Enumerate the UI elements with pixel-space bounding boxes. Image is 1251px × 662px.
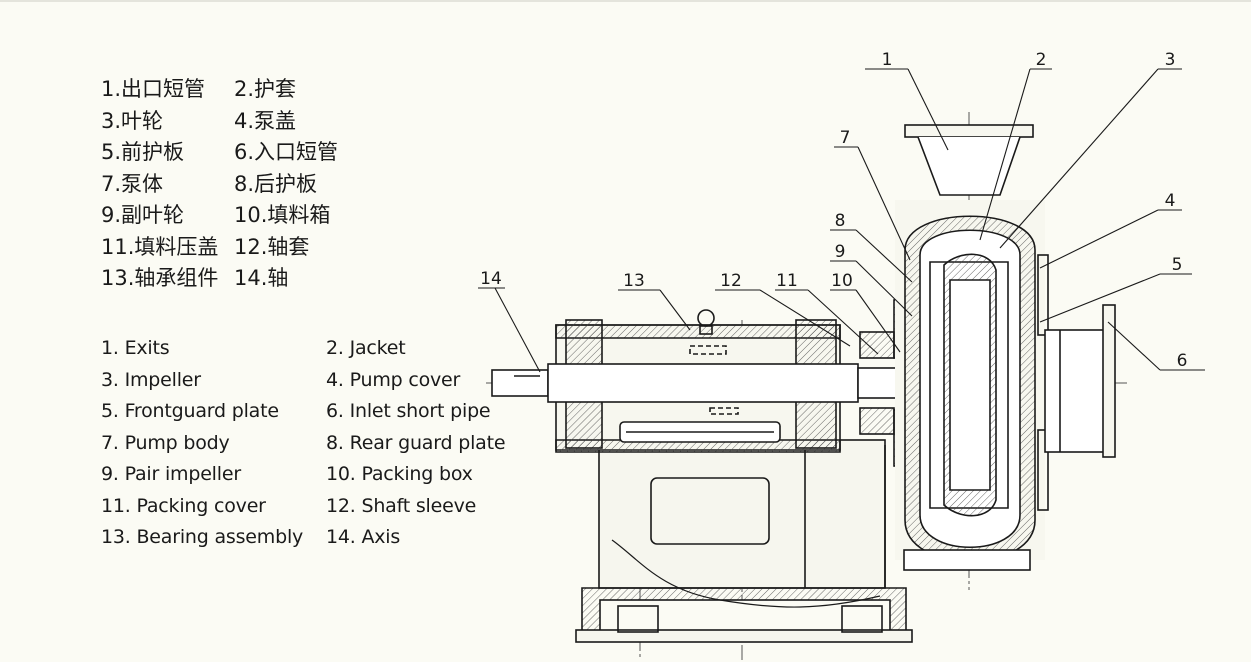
callout-14: 14	[480, 269, 502, 289]
legend-en-item: 11. Packing cover	[101, 494, 266, 517]
legend-en-item: 7. Pump body	[101, 431, 230, 454]
callout-11: 11	[776, 271, 798, 291]
legend-en-row: 5. Frontguard plate 6. Inlet short pipe	[101, 396, 505, 428]
inlet-pipe	[1044, 304, 1116, 458]
callout-4: 4	[1165, 191, 1176, 211]
callout-6: 6	[1177, 351, 1188, 371]
callout-1: 1	[882, 50, 893, 70]
leader-lines	[478, 68, 1205, 373]
legend-zh-item: 12.轴套	[234, 234, 310, 259]
legend-zh-item: 8.后护板	[234, 171, 318, 196]
pump-casing	[895, 124, 1049, 571]
legend-english: 1. Exits 2. Jacket 3. Impeller 4. Pump cov…	[101, 333, 506, 554]
callout-8: 8	[835, 211, 846, 231]
legend-zh-row: 1.出口短管 2.护套	[101, 74, 338, 106]
callout-5: 5	[1172, 255, 1183, 275]
base-frame	[575, 439, 913, 643]
legend-zh-row: 11.填料压盖 12.轴套	[101, 232, 338, 264]
legend-en-row: 13. Bearing assembly 14. Axis	[101, 522, 505, 554]
legend-chinese: 1.出口短管 2.护套 3.叶轮 4.泵盖 5.前护板 6.入口短管 7.泵体 8.后护…	[101, 74, 338, 295]
legend-en-item: 12. Shaft sleeve	[326, 494, 477, 517]
legend-zh-item: 3.叶轮	[101, 108, 164, 133]
shaft	[491, 363, 949, 403]
legend-en-item: 8. Rear guard plate	[326, 431, 506, 454]
legend-zh-item: 2.护套	[234, 77, 297, 101]
legend-en-item: 4. Pump cover	[326, 368, 461, 391]
legend-en-item: 5. Frontguard plate	[101, 400, 279, 422]
legend-zh-row: 7.泵体 8.后护板	[101, 169, 338, 201]
legend-en-item: 13. Bearing assembly	[101, 526, 304, 548]
callout-3: 3	[1165, 50, 1176, 70]
legend-en-item: 6. Inlet short pipe	[326, 400, 491, 422]
legend-en-row: 3. Impeller 4. Pump cover	[101, 365, 505, 397]
legend-zh-item: 10.填料箱	[234, 203, 331, 227]
callout-9: 9	[835, 242, 846, 262]
legend-en-item: 1. Exits	[101, 337, 170, 359]
legend-zh-row: 5.前护板 6.入口短管	[101, 137, 338, 169]
legend-en-row: 11. Packing cover 12. Shaft sleeve	[101, 491, 505, 523]
legend-zh-row: 3.叶轮 4.泵盖	[101, 106, 338, 138]
legend-en-row: 1. Exits 2. Jacket	[101, 333, 505, 365]
legend-en-item: 10. Packing box	[326, 463, 473, 485]
legend-en-item: 3. Impeller	[101, 368, 201, 391]
top-border	[0, 0, 1251, 2]
callout-labels: 1 2 3 4 5 6 7 8 9 10 11 12 13 14	[480, 50, 1187, 371]
legend-zh-item: 5.前护板	[101, 140, 185, 164]
legend-en-item: 14. Axis	[326, 526, 401, 548]
legend-zh-row: 9.副叶轮 10.填料箱	[101, 200, 338, 232]
legend-en-item: 2. Jacket	[326, 337, 406, 359]
legend-zh-item: 7.泵体	[101, 171, 164, 196]
legend-zh-item: 4.泵盖	[234, 108, 297, 133]
legend-zh-item: 9.副叶轮	[101, 203, 185, 227]
legend-zh-item: 6.入口短管	[234, 140, 339, 164]
callout-7: 7	[840, 128, 851, 148]
callout-12: 12	[720, 271, 742, 291]
legend-en-item: 9. Pair impeller	[101, 463, 241, 485]
callout-2: 2	[1036, 50, 1047, 70]
legend-zh-item: 13.轴承组件	[101, 266, 219, 290]
legend-zh-item: 1.出口短管	[101, 77, 206, 101]
legend-zh-item: 11.填料压盖	[101, 234, 219, 259]
legend-zh-item: 14.轴	[234, 266, 289, 290]
callout-13: 13	[623, 271, 645, 291]
callout-10: 10	[831, 271, 853, 291]
legend-en-row: 7. Pump body 8. Rear guard plate	[101, 428, 506, 460]
legend-en-row: 9. Pair impeller 10. Packing box	[101, 459, 505, 491]
legend-zh-row: 13.轴承组件 14.轴	[101, 263, 338, 295]
